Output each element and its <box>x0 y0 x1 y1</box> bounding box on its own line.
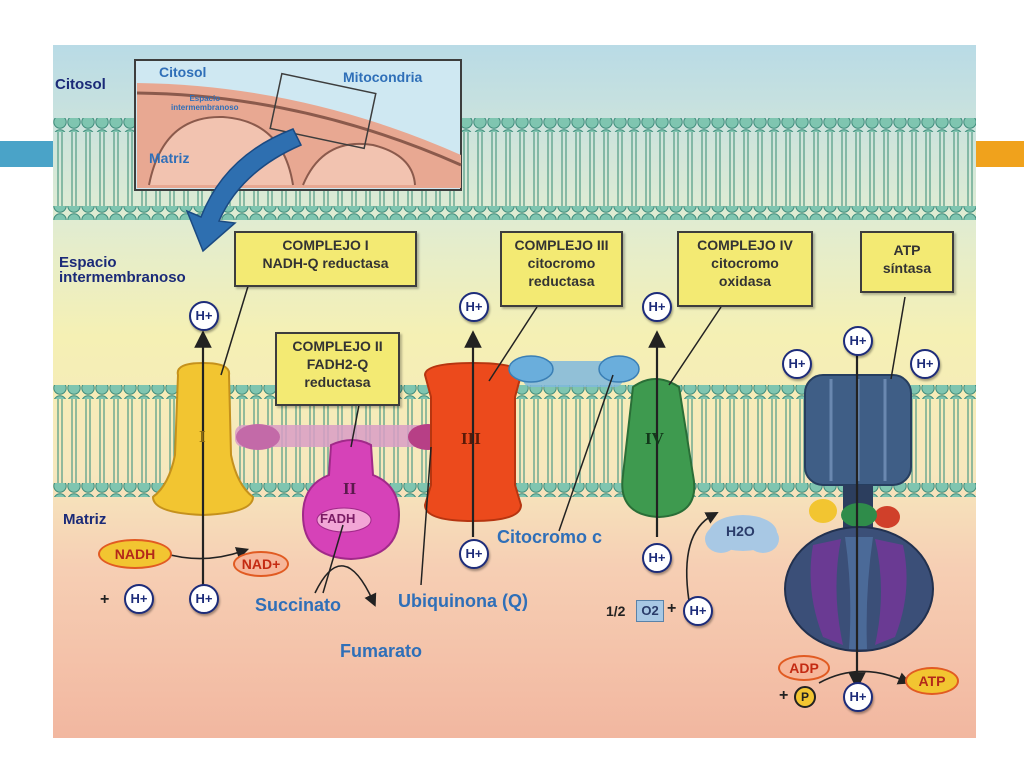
complex-i-callout: COMPLEJO I NADH-Q reductasa <box>234 231 417 287</box>
diagram-canvas <box>53 45 976 738</box>
zoom-arrow <box>185 128 303 253</box>
inset-matrix-label: Matriz <box>149 150 190 166</box>
complex-i-subtitle: NADH-Q reductasa <box>262 255 389 271</box>
cytochrome-c-blob-left <box>508 355 554 383</box>
atp-synthase-title: ATP <box>893 242 921 258</box>
complex-iv-numeral: IV <box>645 429 664 448</box>
complex-iii-line-2: citocromo <box>527 255 596 271</box>
complex-ii-title: COMPLEJO II <box>292 338 383 354</box>
atp-synthase-callout: ATP síntasa <box>860 231 954 293</box>
proton-marker: H+ <box>459 292 489 322</box>
fadh-label: FADH <box>320 511 356 526</box>
cytochrome-c-blob-right <box>598 355 640 383</box>
proton-marker: H+ <box>124 584 154 614</box>
fadh-patch <box>316 507 372 533</box>
nad-badge: NAD+ <box>233 551 289 577</box>
complex-i-title: COMPLEJO I <box>282 237 369 253</box>
proton-marker: H+ <box>189 301 219 331</box>
complex-iv-line-2: citocromo <box>711 255 779 271</box>
complex-ii-numeral: II <box>343 479 357 498</box>
inset-mitochondria-label: Mitocondria <box>343 69 423 85</box>
proton-marker: H+ <box>782 349 812 379</box>
plus-sign: + <box>667 600 677 617</box>
fumarate-label: Fumarato <box>340 641 423 661</box>
complex-iii-line-3: reductasa <box>528 273 595 289</box>
half-coefficient: 1/2 <box>606 603 626 619</box>
inset-cytosol-label: Citosol <box>159 64 207 80</box>
complex-iii-title: COMPLEJO III <box>514 237 609 253</box>
phosphate-badge: P <box>794 686 816 708</box>
ubiquinone-label: Ubiquinona (Q) <box>398 591 528 611</box>
proton-marker: H+ <box>843 682 873 712</box>
atp-synthase-subtitle: síntasa <box>882 260 932 276</box>
inset-mitochondria <box>134 59 462 191</box>
nadh-badge: NADH <box>98 539 172 569</box>
proton-flow-arrows <box>162 330 911 690</box>
ubiquinone-blob-left <box>236 424 280 450</box>
succinate-label: Succinato <box>255 595 342 615</box>
proton-marker: H+ <box>683 596 713 626</box>
complex-i-numeral: I <box>199 427 206 446</box>
accent-bar-left <box>0 141 62 167</box>
proton-marker: H+ <box>642 292 672 322</box>
water-label: H2O <box>726 523 755 539</box>
complex-iii-numeral: III <box>461 429 481 448</box>
proton-marker: H+ <box>642 543 672 573</box>
proton-marker: H+ <box>910 349 940 379</box>
complex-ii-line-2: FADH2-Q <box>306 356 369 372</box>
proton-marker: H+ <box>843 326 873 356</box>
atp-badge: ATP <box>905 667 959 695</box>
plus-sign: + <box>779 687 789 704</box>
adp-badge: ADP <box>778 655 830 681</box>
cytosol-label: Citosol <box>55 76 106 93</box>
callout-lines <box>220 282 906 594</box>
complex-iii-callout: COMPLEJO III citocromo reductasa <box>500 231 623 307</box>
complex-ii-callout: COMPLEJO II FADH2-Q reductasa <box>275 332 400 406</box>
matrix-label: Matriz <box>63 511 107 528</box>
intermembrane-space-label: Espacio intermembranoso <box>59 254 186 286</box>
complex-iv-line-3: oxidasa <box>718 273 772 289</box>
ubiquinone-channel <box>235 425 425 447</box>
proton-marker: H+ <box>459 539 489 569</box>
proton-marker: H+ <box>189 584 219 614</box>
plus-sign: + <box>100 591 110 608</box>
cytochrome-c-label: Citocromo c <box>497 527 603 547</box>
water-cloud <box>705 515 779 553</box>
oxygen-label: O2 <box>636 600 664 622</box>
atp-synthase-protein <box>784 374 934 652</box>
electron-transport-diagram: Citosol Mitocondria Espacio intermembran… <box>53 45 976 738</box>
complex-iv-title: COMPLEJO IV <box>697 237 793 253</box>
inset-intermembrane-label: Espacio intermembranoso <box>171 94 239 112</box>
complex-iv-protein <box>621 378 696 519</box>
accent-bar-right <box>972 141 1024 167</box>
complex-iv-callout: COMPLEJO IV citocromo oxidasa <box>677 231 813 307</box>
complex-ii-line-3: reductasa <box>304 374 371 390</box>
